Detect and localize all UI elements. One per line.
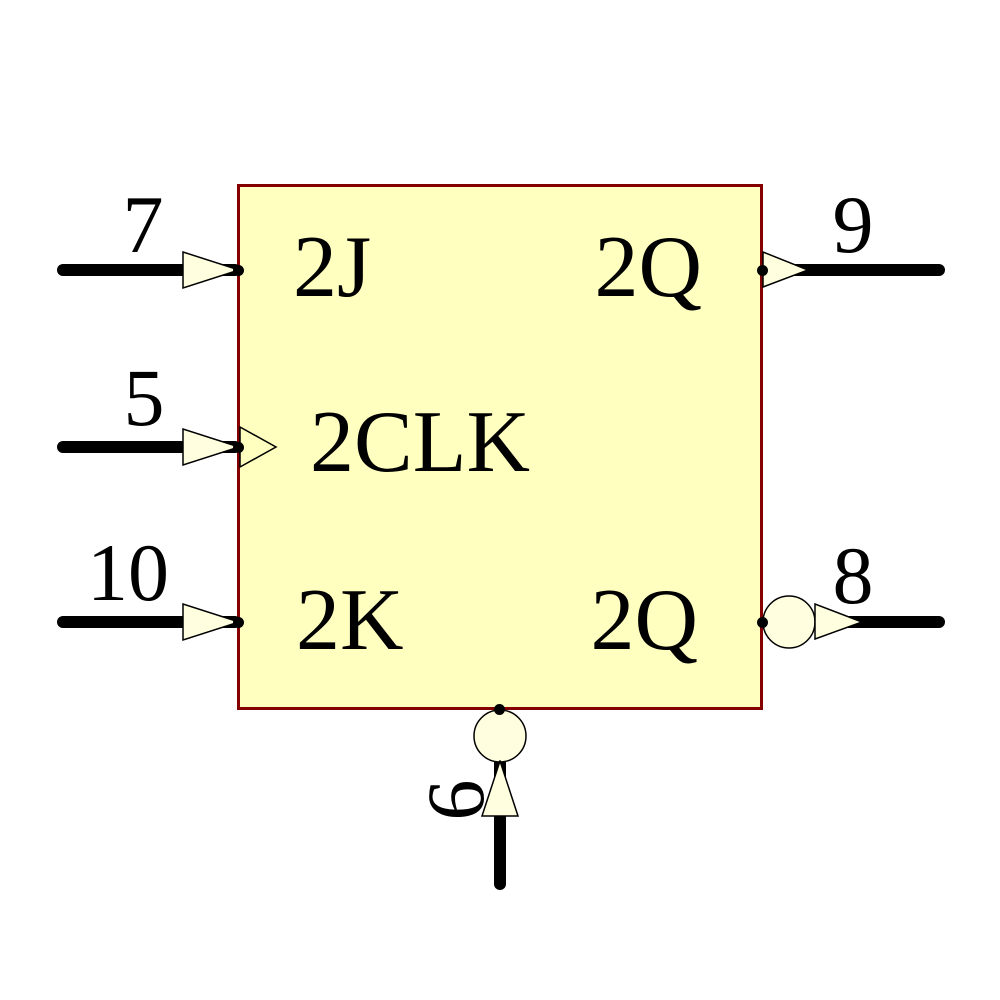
pin-10-connection-dot (233, 617, 244, 628)
pin-5-connection-dot (233, 442, 244, 453)
clock-edge-icon (239, 426, 278, 469)
pin-6-inversion-bubble-icon (473, 709, 527, 763)
pin-6-connection-dot (494, 704, 505, 715)
flipflop-body[interactable] (237, 184, 763, 710)
pin-8-arrow-icon (814, 603, 865, 641)
pin-10-label: 2K (296, 572, 404, 669)
pin-10-arrow-icon (182, 603, 242, 642)
pin-8-connection-dot (757, 617, 768, 628)
pin-10-number: 10 (87, 527, 169, 618)
pin-5-arrow-icon (182, 428, 242, 467)
pin-9-label: 2Q (594, 219, 702, 316)
pin-8-number: 8 (832, 530, 874, 621)
pin-7-arrow-icon (182, 251, 242, 290)
pin-5-number: 5 (123, 352, 165, 443)
pin-7-label: 2J (293, 219, 372, 316)
pin-8-label: 2Q (590, 572, 698, 669)
pin-5-label: 2CLK (310, 394, 530, 491)
pin-9-wire[interactable] (763, 264, 945, 276)
pin-8-inversion-bubble-icon (762, 595, 816, 649)
pin-9-number: 9 (832, 179, 874, 270)
pin-7-number: 7 (122, 179, 164, 270)
pin-9-arrow-icon (762, 251, 811, 289)
pin-6-number: 6 (410, 779, 501, 821)
pin-9-connection-dot (757, 265, 768, 276)
pin-7-connection-dot (233, 265, 244, 276)
pin-6-arrow-icon (481, 760, 520, 817)
